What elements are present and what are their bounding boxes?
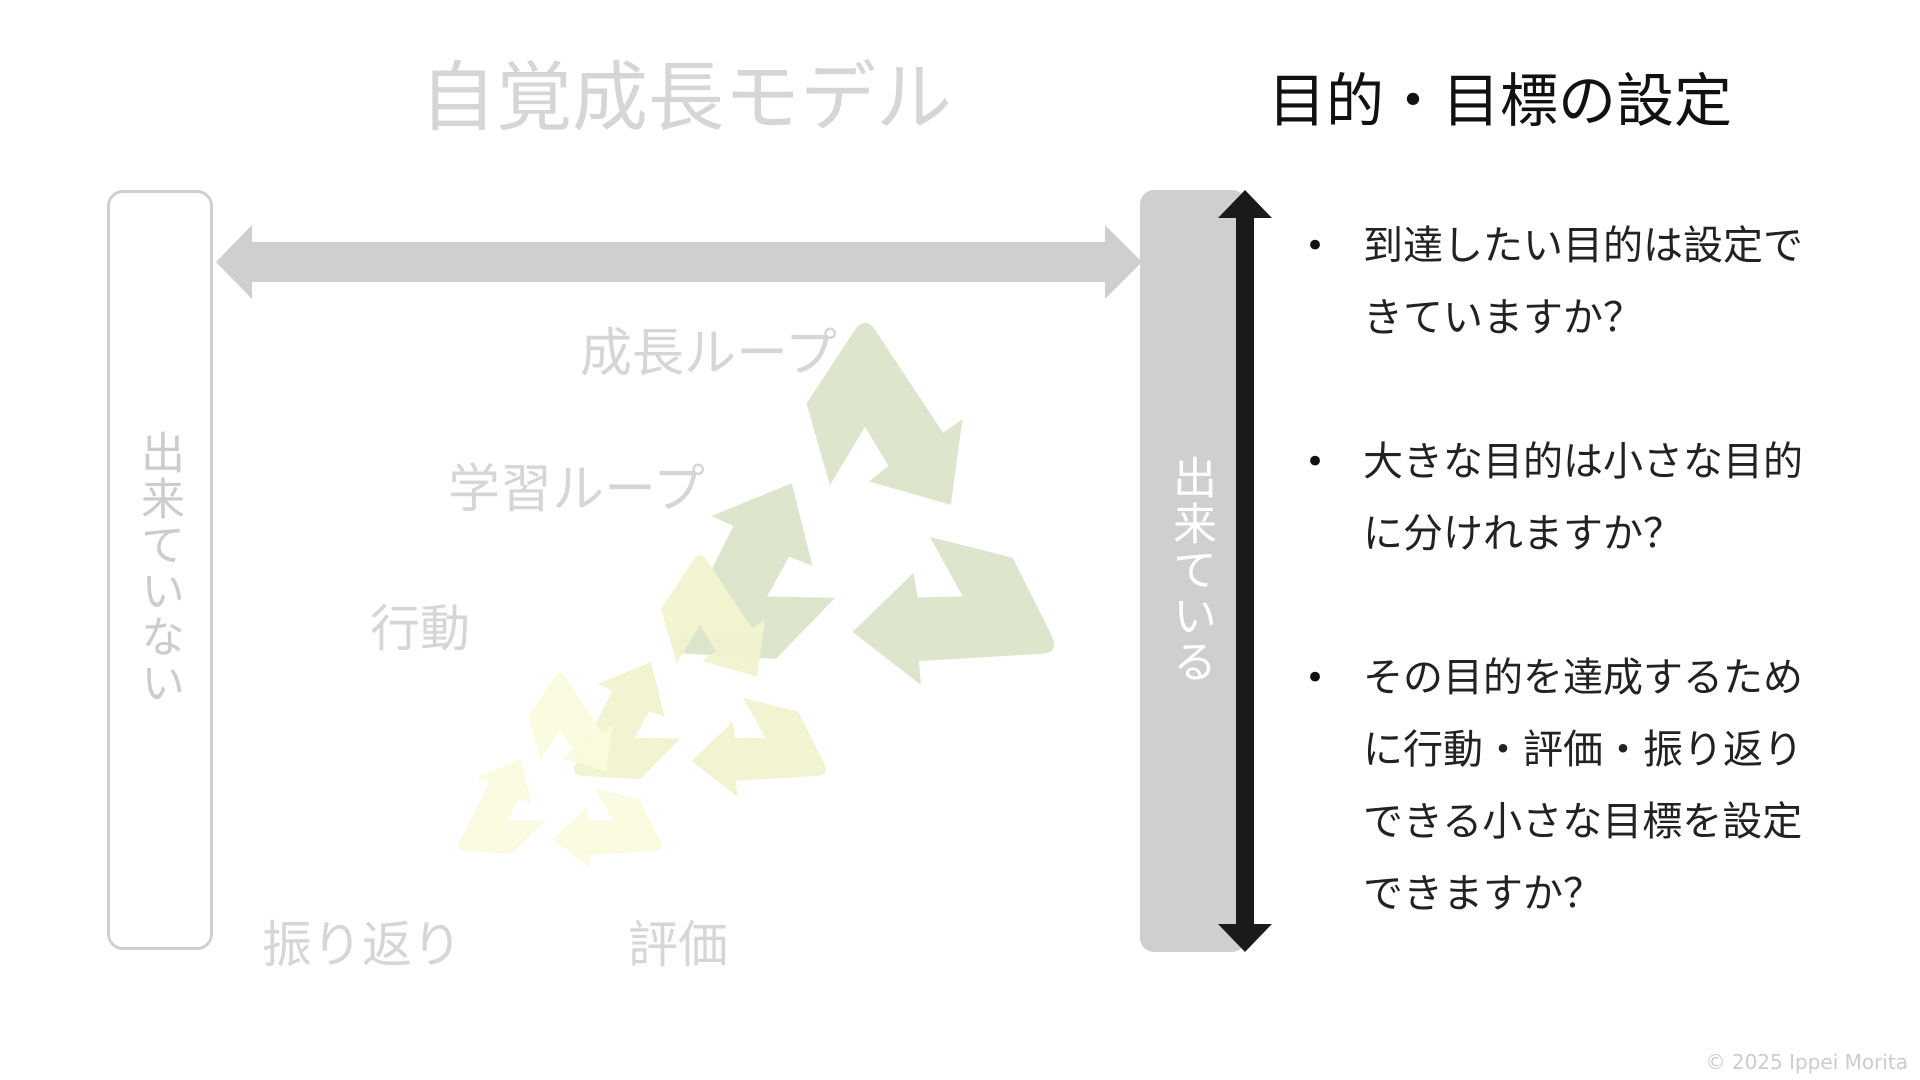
question-text: その目的を達成するために行動・評価・振り返りできる小さな目標を設定できますか？ xyxy=(1363,655,1803,917)
reflection-label: 振り返り xyxy=(262,916,462,974)
bullet-dot: • xyxy=(1305,658,1326,698)
loop-arrow-b xyxy=(852,536,1055,685)
vertical-double-arrow xyxy=(1218,190,1272,952)
question-text: 大きな目的は小さな目的に分けれますか？ xyxy=(1363,439,1803,557)
slide-title: 目的・目標の設定 xyxy=(1268,67,1733,135)
question-list: • 到達したい目的は設定できていますか？ • 大きな目的は小さな目的に分けれますか？… xyxy=(1305,210,1825,1002)
model-title: 自覚成長モデル xyxy=(420,53,952,142)
learning-loop-label: 学習ループ xyxy=(448,460,705,520)
action-label: 行動 xyxy=(370,600,470,658)
bullet-dot: • xyxy=(1305,442,1326,482)
recycle-loop-small-icon xyxy=(458,672,662,869)
bullet-dot: • xyxy=(1305,226,1326,266)
not-done-box xyxy=(107,190,213,950)
done-box xyxy=(1140,190,1246,952)
question-item: • その目的を達成するために行動・評価・振り返りできる小さな目標を設定できますか？ xyxy=(1305,642,1825,930)
done-label: 出来ている xyxy=(1165,455,1216,685)
horizontal-double-arrow xyxy=(216,225,1142,299)
not-done-label: 出来ていない xyxy=(133,430,184,706)
evaluation-label: 評価 xyxy=(628,916,728,974)
question-text: 到達したい目的は設定できていますか？ xyxy=(1363,223,1803,341)
question-item: • 大きな目的は小さな目的に分けれますか？ xyxy=(1305,426,1825,570)
growth-loop-label: 成長ループ xyxy=(580,324,837,384)
question-item: • 到達したい目的は設定できていますか？ xyxy=(1305,210,1825,354)
copyright: © 2025 Ippei Morita xyxy=(1705,1050,1909,1074)
loop-arrow-a xyxy=(806,322,963,505)
